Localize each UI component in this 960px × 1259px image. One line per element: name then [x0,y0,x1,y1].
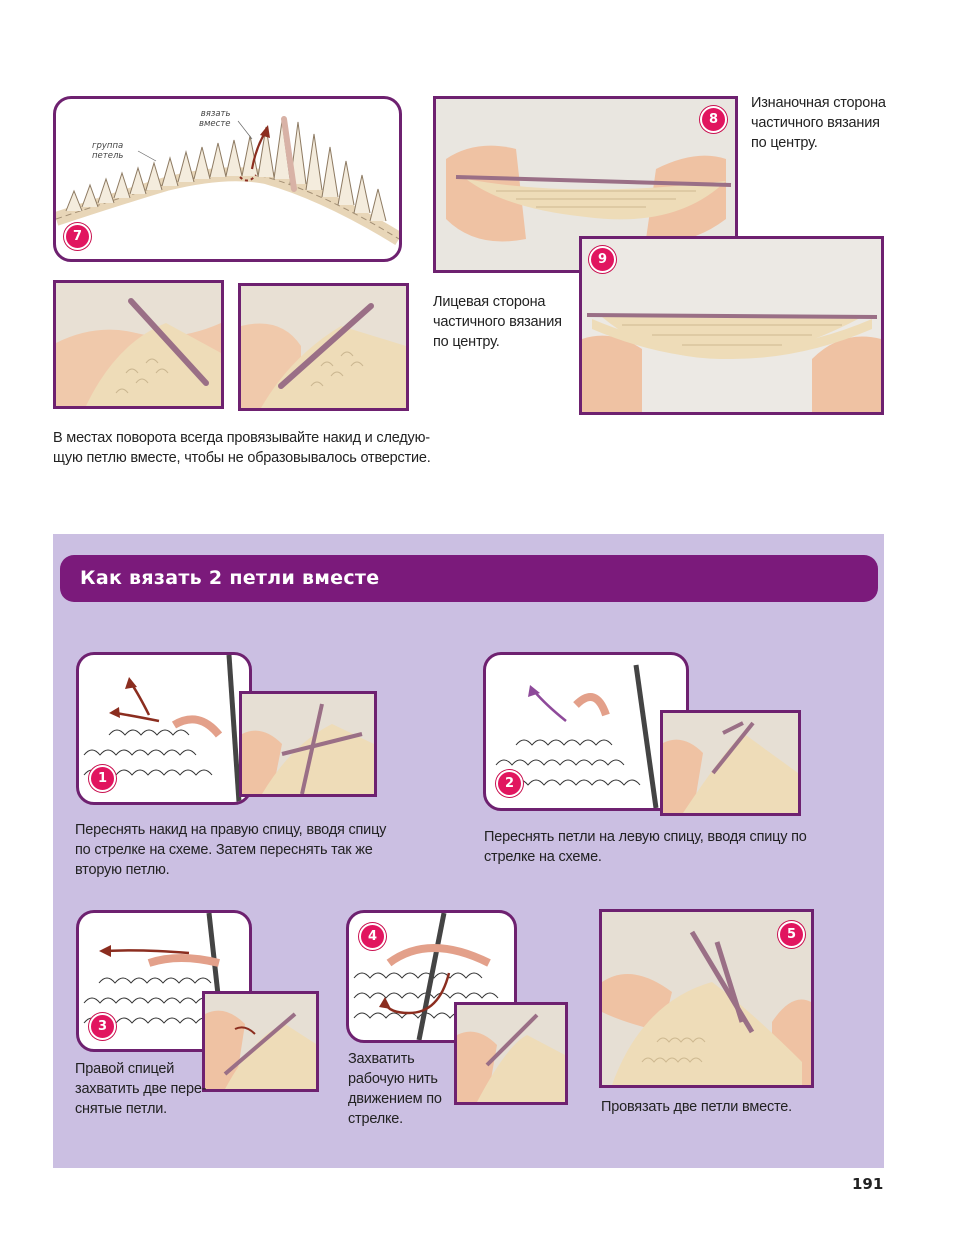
caption-step-2: Переснять петли на левую спицу, вводя сп… [484,829,807,865]
caption-turn: В местах поворота всегда провязывайте на… [53,430,431,466]
knitting-photo-step-1 [242,694,374,794]
step-badge-5: 5 [778,921,805,948]
step-badge-4: 4 [359,923,386,950]
caption-step-4: Захватить рабочую нить движением по стре… [348,1051,442,1127]
page-number: 191 [852,1175,884,1193]
section-title: Как вязать 2 петли вместе [60,555,878,602]
label-knit-together: вязать вместе [199,109,231,129]
stitch-diagram-4 [353,913,499,1040]
caption-step-1: Переснять накид на правую спицу, вводя с… [75,822,387,878]
caption-step-3: Правой спицей захватить две пере- снятые… [75,1061,207,1117]
knitting-photo-b [241,286,406,408]
step-badge-8: 8 [700,106,727,133]
photo-turn-b [238,283,409,411]
photo-9: 9 [579,236,884,415]
step-badge-2: 2 [496,770,523,797]
caption-step-5: Провязать две петли вместе. [601,1099,792,1115]
knitting-photo-step-2 [663,713,798,813]
caption-9: Лицевая сторона частичного вязания по це… [433,294,562,350]
diagram-step-1: 1 [76,652,252,805]
photo-step-4 [454,1002,568,1105]
photo-step-1 [239,691,377,797]
photo-turn-a [53,280,224,409]
label-loop-group: группа петель [92,141,124,161]
step-badge-3: 3 [89,1013,116,1040]
photo-step-3 [202,991,319,1092]
knitting-photo-a [56,283,221,406]
diagram-7: вязать вместе группа петель 7 [53,96,402,262]
step-badge-1: 1 [89,765,116,792]
photo-step-2 [660,710,801,816]
knitting-photo-step-4 [457,1005,565,1102]
knitting-photo-step-5 [602,912,811,1085]
partial-knitting-diagram [56,116,399,245]
step-badge-7: 7 [64,223,91,250]
stitch-diagram-1 [83,655,242,802]
photo-step-5: 5 [599,909,814,1088]
knitting-photo-step-3 [205,994,316,1089]
knitting-photo-right-side [582,239,881,412]
diagram-step-3: 3 [76,910,252,1052]
diagram-step-2: 2 [483,652,689,811]
caption-8: Изнаночная сторона частичного вязания по… [751,95,886,151]
step-badge-9: 9 [589,246,616,273]
